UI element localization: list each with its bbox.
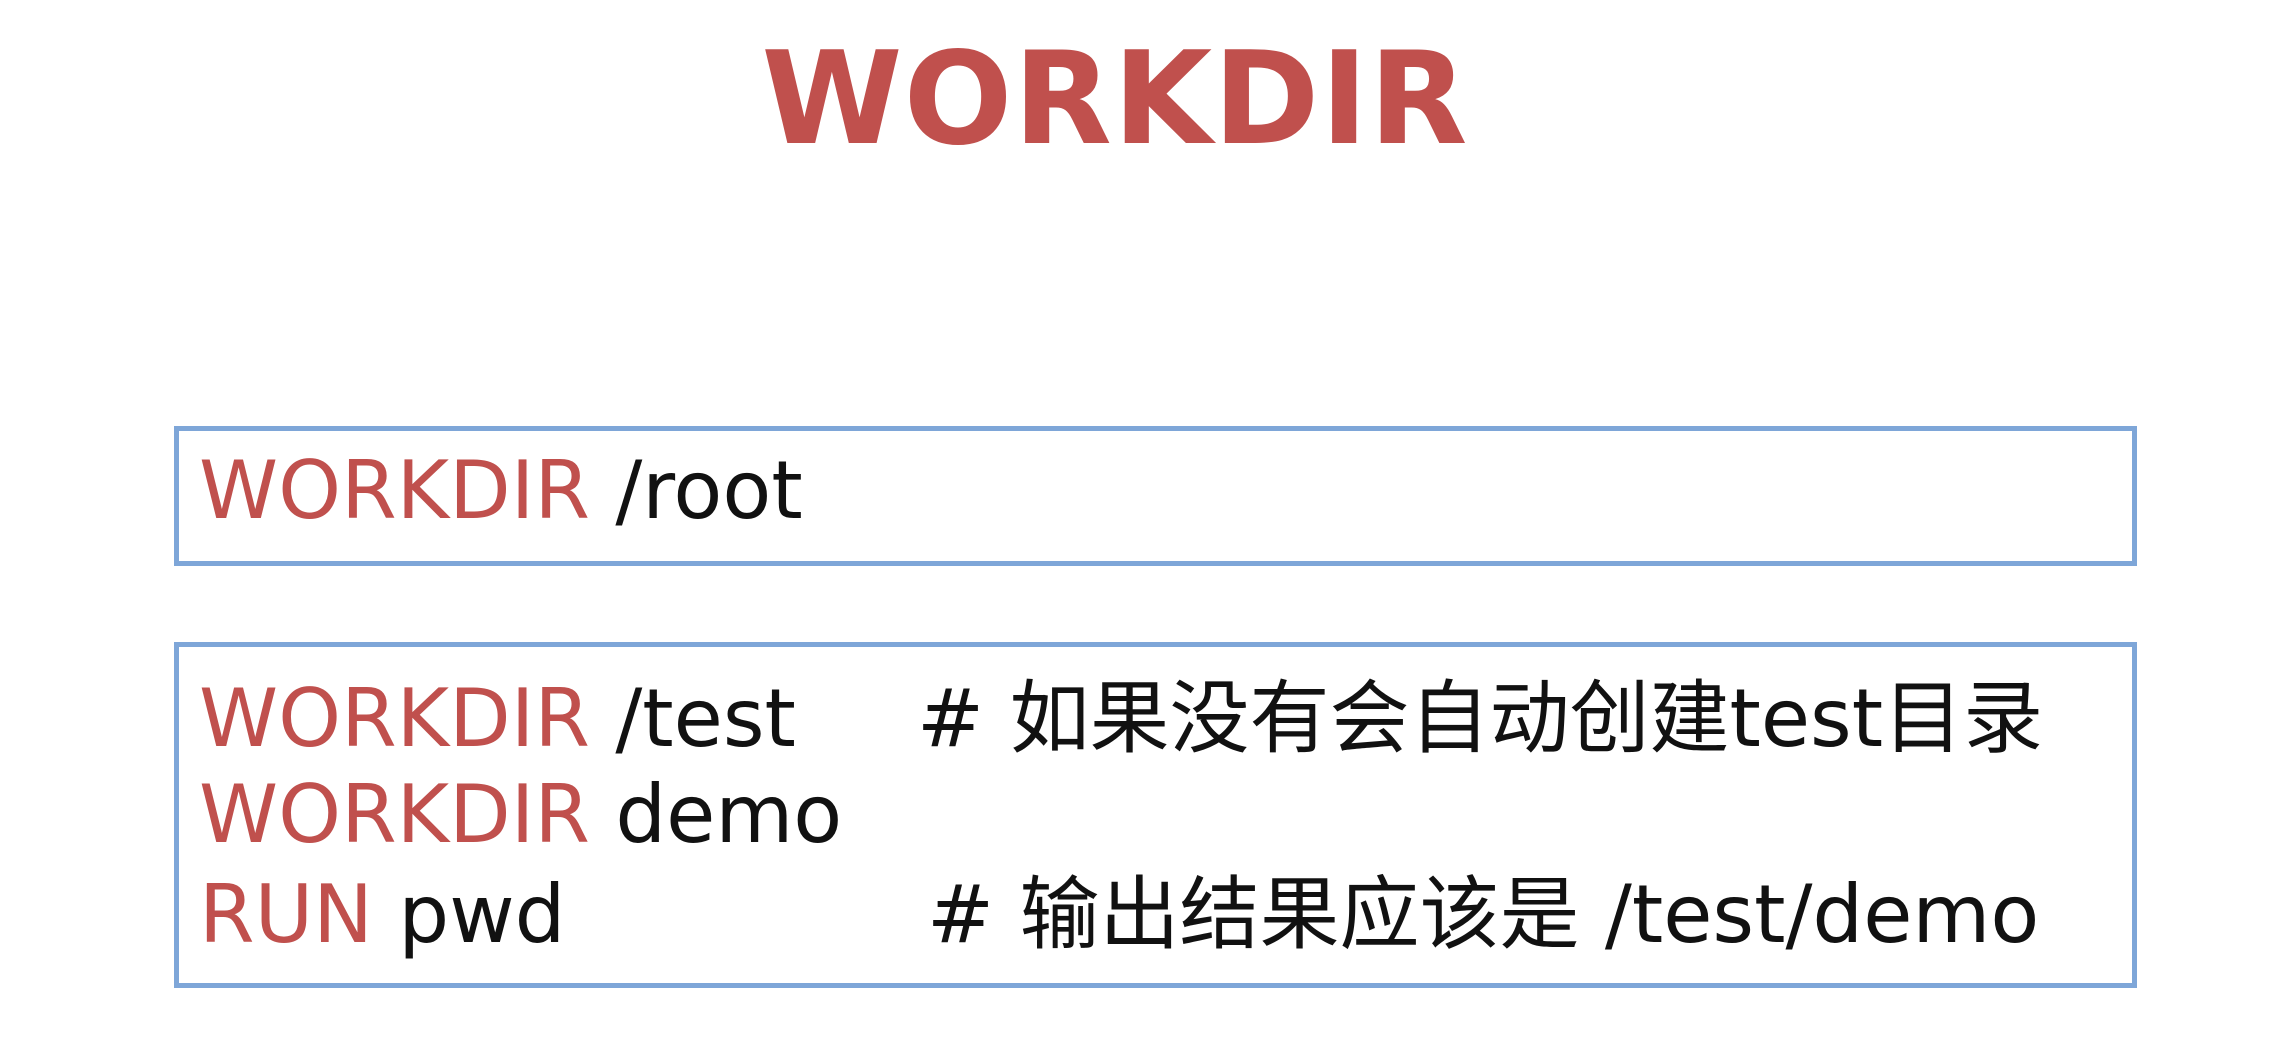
instruction-keyword: WORKDIR	[199, 672, 590, 765]
instruction-keyword: WORKDIR	[199, 444, 590, 537]
slide-title: WORKDIR	[761, 25, 1469, 174]
instruction-keyword: RUN	[199, 868, 373, 961]
instruction-argument: /test	[589, 672, 796, 765]
instruction-argument: /root	[589, 444, 803, 537]
code-line-workdir-root: WORKDIR /root	[199, 443, 803, 539]
instruction-argument: demo	[589, 768, 843, 861]
code-box-test-demo: WORKDIR /test # 如果没有会自动创建test目录 WORKDIR …	[174, 642, 2137, 988]
code-line-workdir-demo: WORKDIR demo	[199, 767, 842, 863]
code-comment-output: # 输出结果应该是 /test/demo	[927, 868, 2040, 961]
code-line-run-pwd: RUN pwd	[199, 867, 565, 963]
code-box-root: WORKDIR /root	[174, 426, 2137, 566]
instruction-argument: pwd	[372, 868, 566, 961]
instruction-keyword: WORKDIR	[199, 768, 590, 861]
code-line-workdir-test: WORKDIR /test	[199, 671, 796, 767]
code-comment-create-dir: # 如果没有会自动创建test目录	[917, 672, 2044, 765]
